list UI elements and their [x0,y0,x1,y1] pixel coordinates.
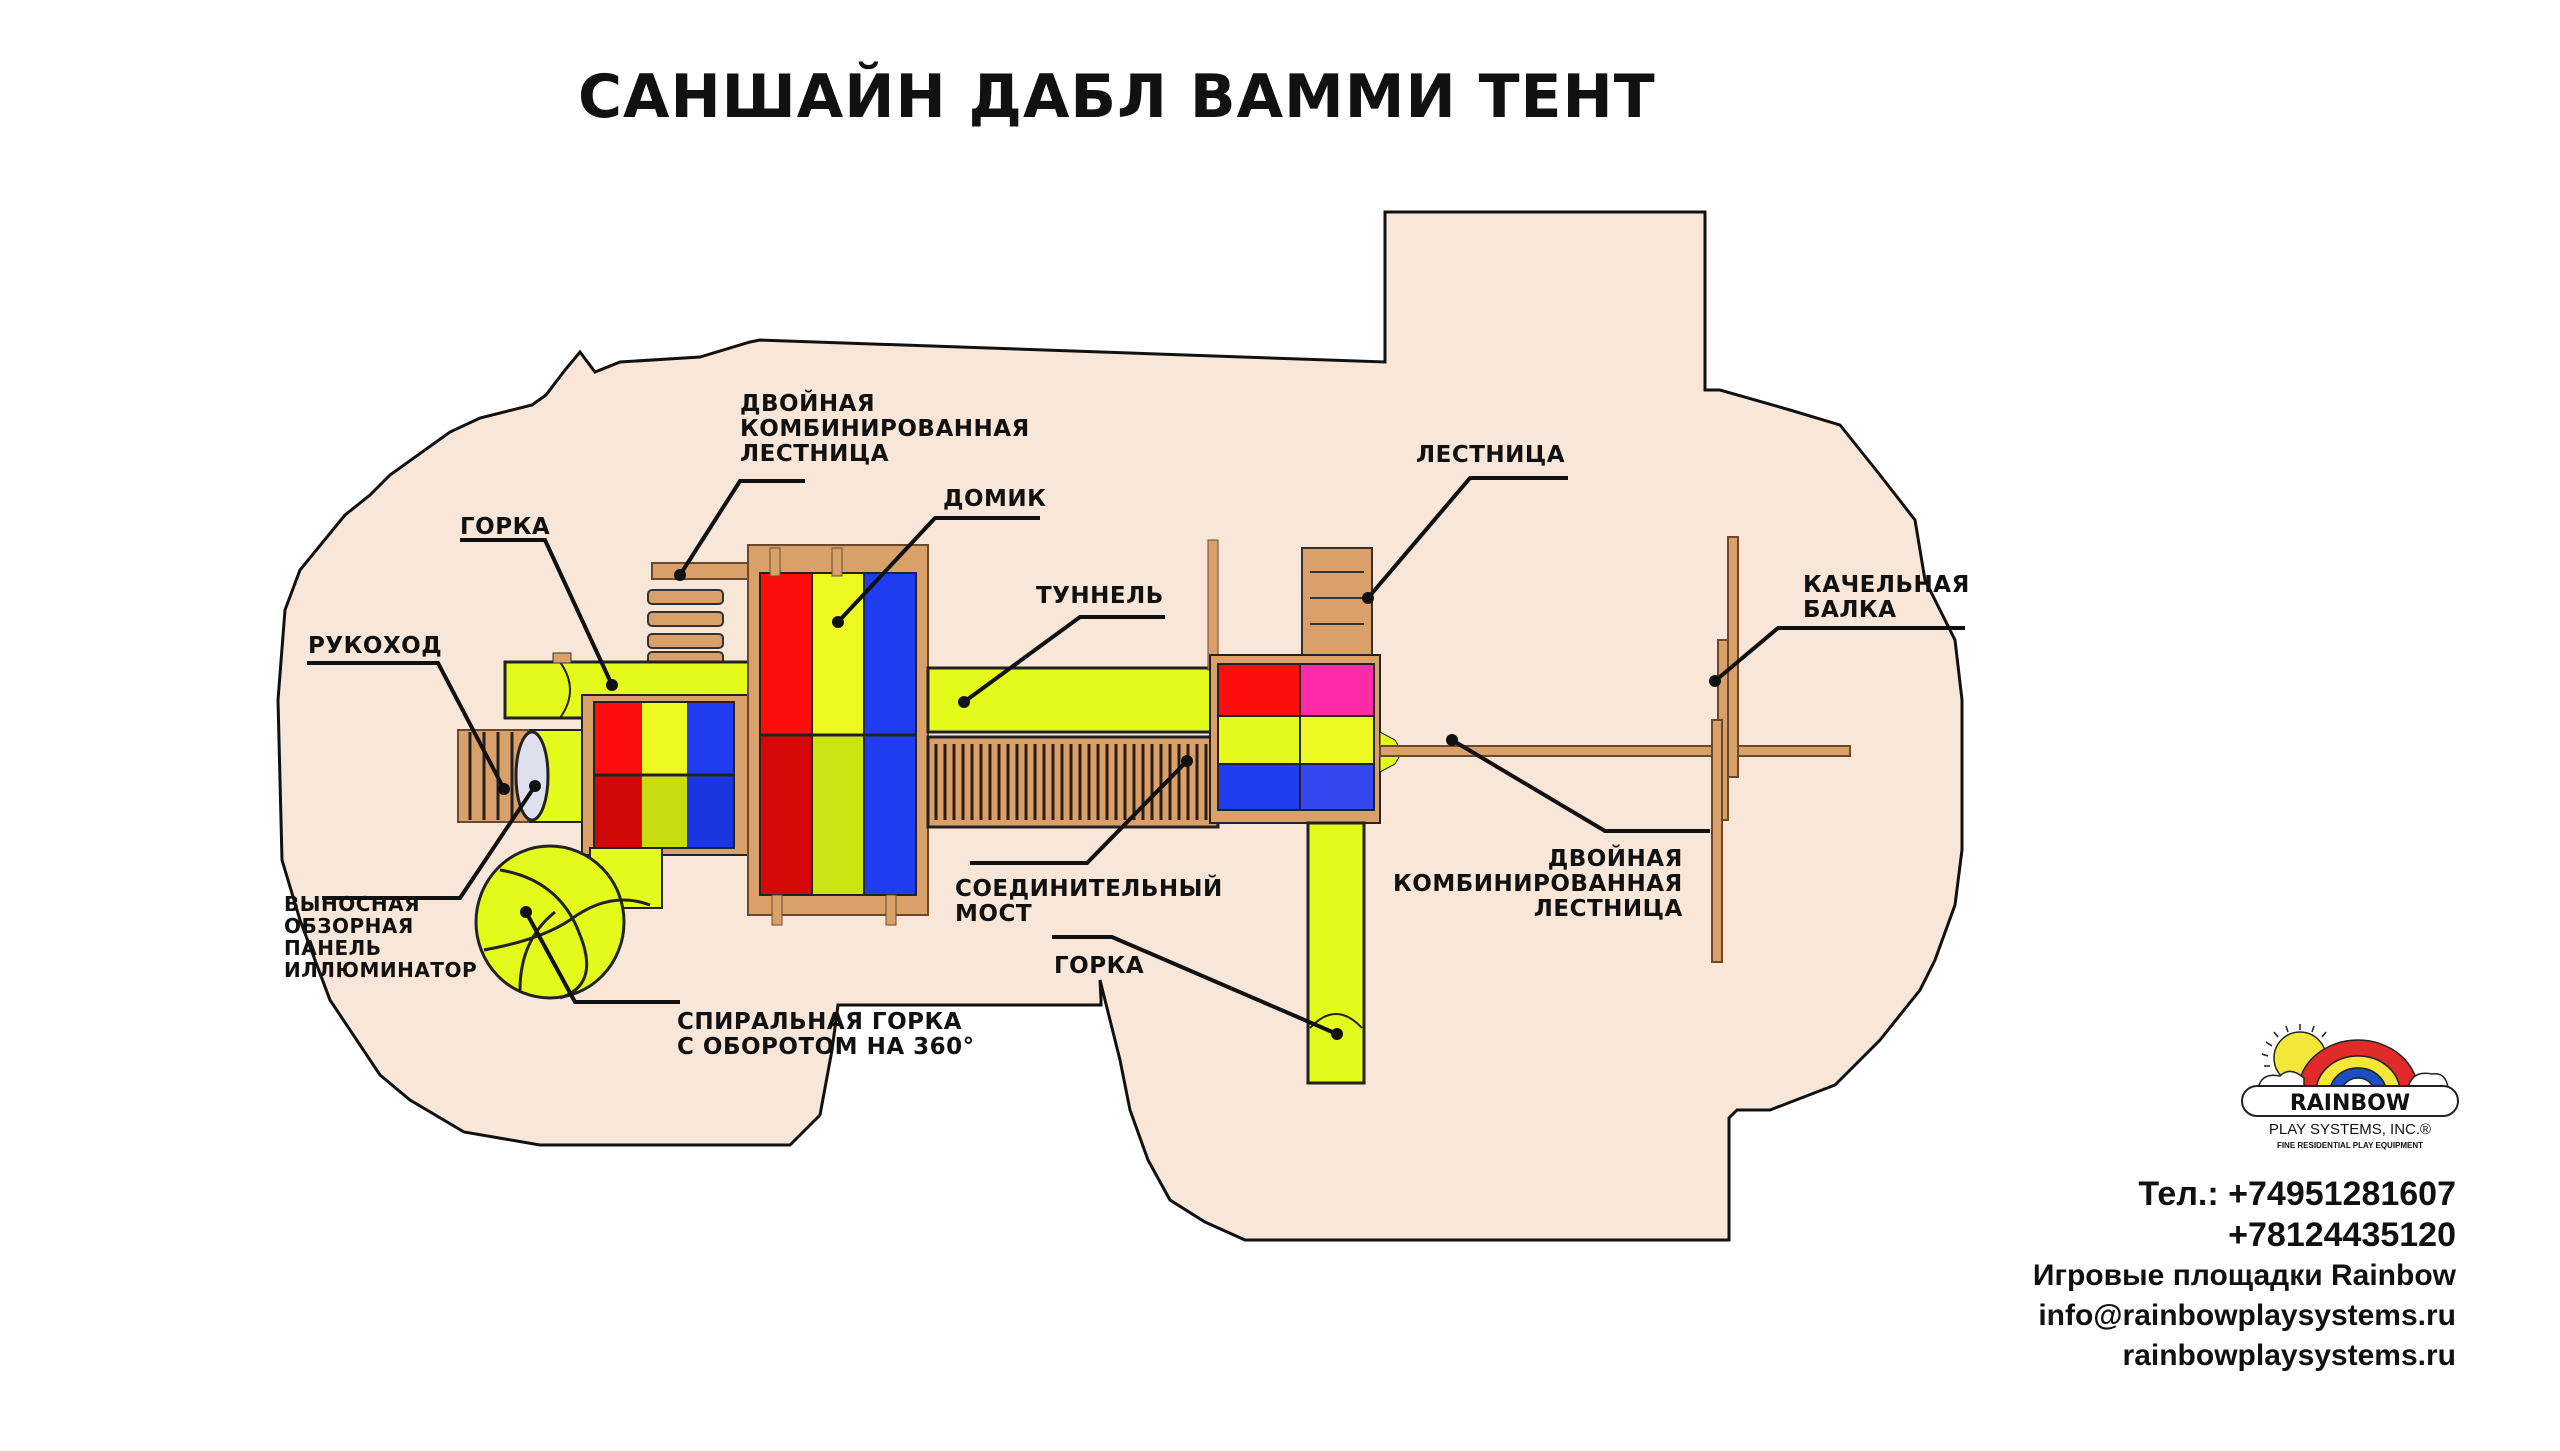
logo-tagline: FINE RESIDENTIAL PLAY EQUIPMENT [2277,1141,2423,1150]
leader-house [836,516,1040,624]
label-tunnel: ТУННЕЛЬ [1036,583,1164,609]
monkey-bars-graphic [457,729,591,823]
page-title: САНШАЙН ДАБЛ ВАММИ ТЕНТ [578,62,1656,132]
rainbow-logo: RAINBOW PLAY SYSTEMS, INC.® FINE RESIDEN… [2241,1024,2459,1150]
label-house: ДОМИК [943,486,1047,512]
leader-lines [307,476,1965,1036]
contacts-block: Тел.: +74951281607 +78124435120 Игровые … [2033,1174,2456,1376]
leader-dots [498,569,1721,1040]
email-link[interactable]: info@rainbowplaysystems.ru [2038,1299,2456,1332]
leader-tunnel [962,615,1165,704]
label-double-ladder-right: ДВОЙНАЯ КОМБИНИРОВАННАЯ ЛЕСТНИЦА [1393,846,1683,922]
house-graphic [747,544,929,926]
slide-bottom-graphic [1306,821,1366,1085]
tunnel-graphic [926,666,1220,734]
label-bridge: СОЕДИНИТЕЛЬНЫЙ МОСТ [955,876,1223,927]
label-slide-bottom: ГОРКА [1054,953,1145,979]
leader-slide-bottom [1052,935,1338,1036]
phone-1[interactable]: Тел.: +74951281607 [2138,1175,2456,1213]
label-swing-beam: КАЧЕЛЬНАЯ БАЛКА [1803,572,1970,623]
label-slide-left: ГОРКА [460,514,551,540]
phone-2[interactable]: +78124435120 [2228,1216,2456,1254]
logo-brand: RAINBOW [2290,1091,2410,1116]
bridge-graphic [926,735,1220,829]
ladder-graphic [1301,547,1373,659]
leader-swing-beam [1713,626,1965,683]
leader-slide-left [460,538,614,686]
leader-monkey-bars [307,661,506,790]
label-spiral-slide: СПИРАЛЬНАЯ ГОРКА С ОБОРОТОМ НА 360° [677,1009,975,1060]
tower-roof-graphic [1209,654,1403,824]
label-monkey-bars: РУКОХОД [308,633,443,659]
leader-double-ladder-top [678,479,805,577]
label-periscope-panel: ВЫНОСНАЯ ОБЗОРНАЯ ПАНЕЛЬ ИЛЛЮМИНАТОР [284,892,478,982]
spiral-slide-graphic [474,844,663,1000]
label-ladder: ЛЕСТНИЦА [1416,442,1566,468]
small-roof-graphic [581,694,753,856]
cloud-icon [2241,1070,2459,1117]
company-name: Игровые площадки Rainbow [2032,1259,2456,1292]
leader-double-ladder-right [1450,738,1710,833]
leader-ladder [1366,476,1568,600]
website-link[interactable]: rainbowplaysystems.ru [2122,1339,2456,1372]
swing-beam-graphic [1379,536,1851,963]
leader-periscope [322,784,537,900]
post-graphic [1207,539,1219,671]
label-double-ladder-top: ДВОЙНАЯ КОМБИНИРОВАННАЯ ЛЕСТНИЦА [740,391,1030,467]
leader-spiral [524,911,680,1004]
logo-subtitle: PLAY SYSTEMS, INC.® [2269,1121,2431,1138]
leader-bridge [970,759,1189,865]
